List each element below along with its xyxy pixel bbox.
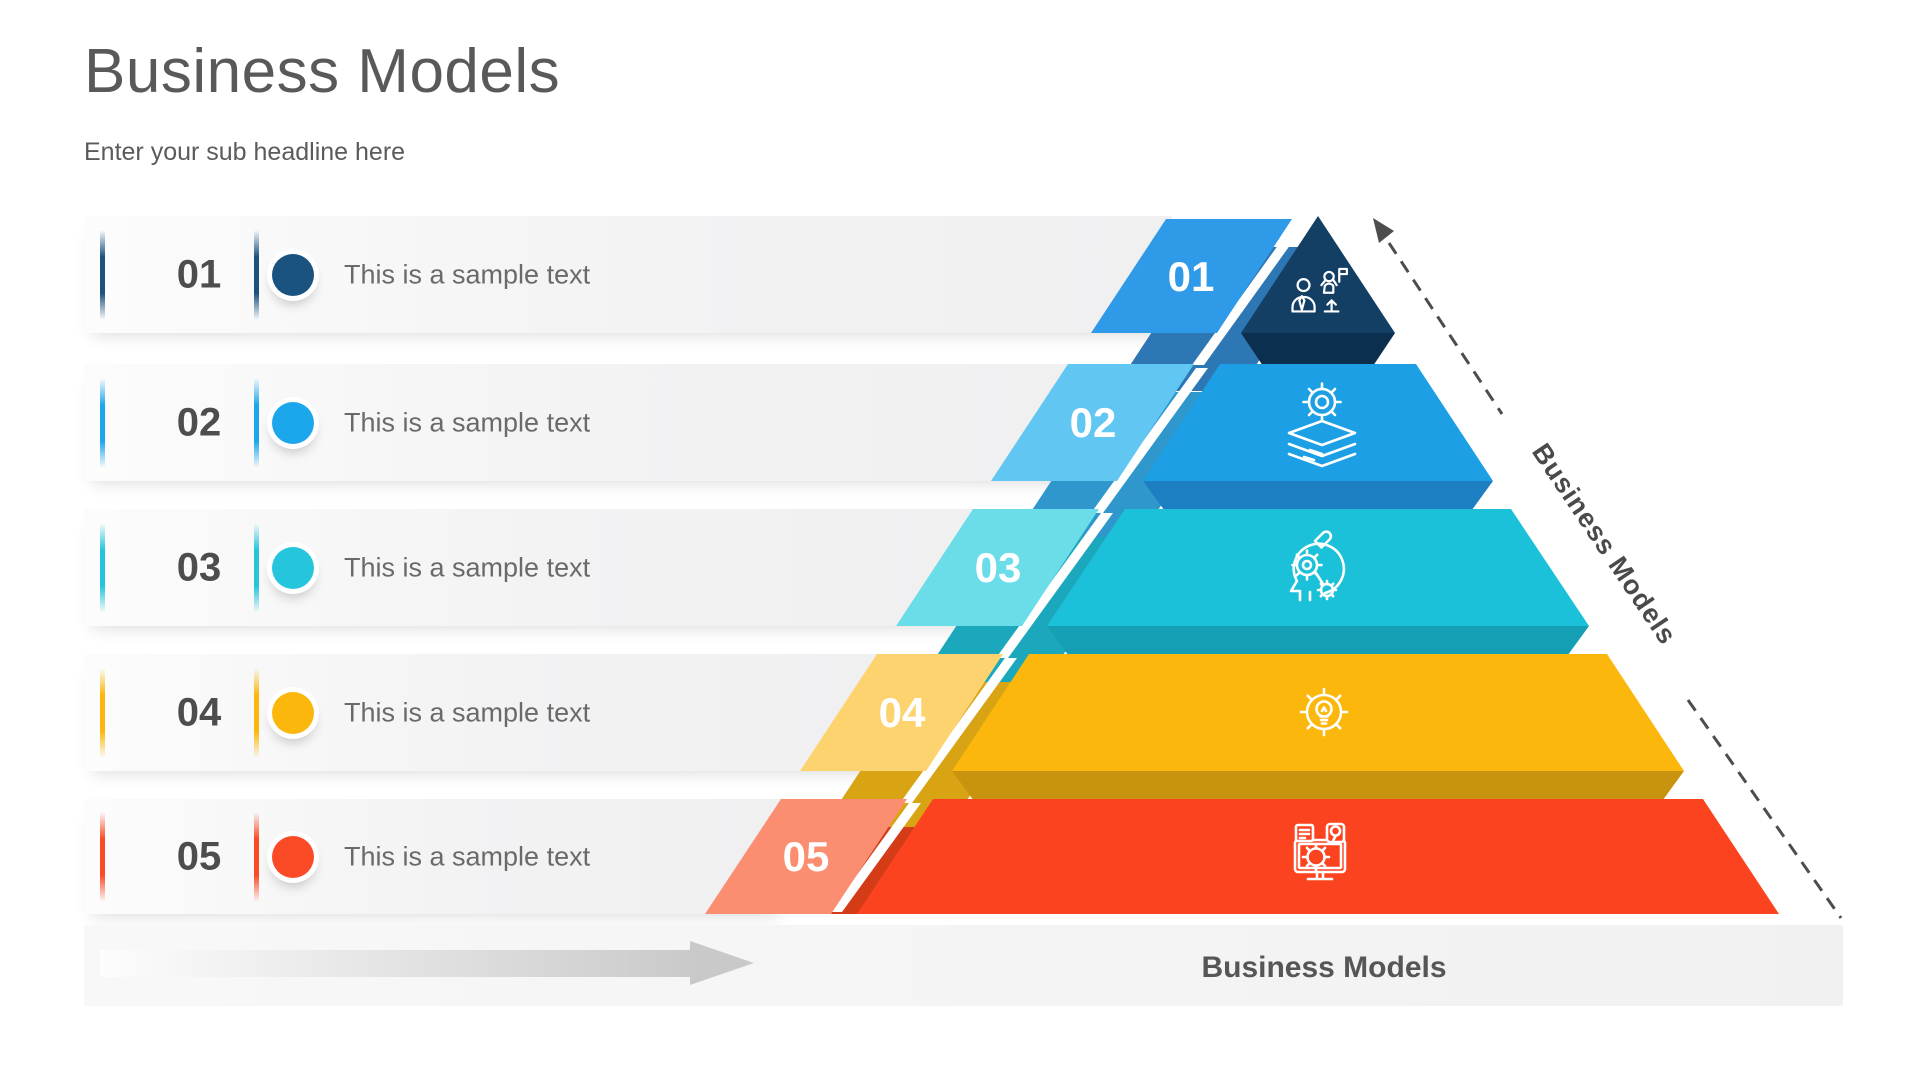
system-monitor-icon bbox=[1293, 822, 1347, 881]
accent-bar bbox=[254, 811, 259, 902]
row-number: 03 bbox=[176, 545, 222, 589]
page-title: Business Models bbox=[84, 37, 561, 106]
tab bbox=[800, 654, 1003, 771]
bullet-dot bbox=[272, 253, 314, 296]
guide-dashed-line bbox=[1387, 242, 1504, 415]
pyramid-level-fold bbox=[1143, 481, 1493, 514]
white-slash bbox=[1192, 223, 1306, 365]
page-subtitle: Enter your sub headline here bbox=[84, 138, 406, 166]
accent-bar bbox=[254, 229, 259, 320]
white-slash bbox=[1091, 368, 1208, 513]
accent-bar bbox=[254, 667, 259, 758]
list-item: 02 This is a sample text bbox=[84, 364, 1074, 481]
bullet-dot bbox=[272, 546, 314, 589]
list-item: 03 This is a sample text bbox=[84, 509, 979, 626]
leadership-achievement-icon bbox=[1291, 267, 1349, 313]
bullet-dot bbox=[272, 835, 314, 878]
accent-bar bbox=[254, 522, 259, 613]
list-item: 05 This is a sample text bbox=[84, 799, 787, 914]
pyramid-level-number: 04 bbox=[879, 689, 926, 736]
accent-bar bbox=[254, 377, 259, 468]
tab bbox=[705, 799, 907, 914]
row-text: This is a sample text bbox=[344, 407, 591, 437]
gear-layers-icon bbox=[1287, 382, 1357, 468]
accent-bar bbox=[100, 522, 105, 613]
row-number: 01 bbox=[176, 252, 222, 296]
pyramid-level-face bbox=[857, 799, 1779, 914]
pyramid-level-number: 03 bbox=[975, 544, 1022, 591]
innovation-gear-bulb-icon bbox=[1299, 687, 1349, 737]
guide-arrowhead-icon bbox=[1373, 218, 1394, 243]
mind-process-icon bbox=[1289, 530, 1346, 602]
pyramid-level-fold bbox=[952, 771, 1684, 804]
pyramid-level-number: 05 bbox=[783, 833, 830, 880]
row-text: This is a sample text bbox=[344, 552, 591, 582]
row-text: This is a sample text bbox=[344, 841, 591, 871]
pyramid-level-number: 02 bbox=[1070, 399, 1117, 446]
pyramid-level-face bbox=[1241, 216, 1395, 333]
list-item: 04 This is a sample text bbox=[84, 654, 883, 771]
row-number: 02 bbox=[176, 400, 222, 444]
row-number: 05 bbox=[176, 834, 222, 878]
pyramid-level-fold bbox=[1047, 626, 1589, 659]
right-arrow-icon bbox=[100, 950, 690, 977]
right-arrow-head-icon bbox=[690, 941, 754, 985]
footer-band: Business Models bbox=[84, 925, 1843, 1006]
accent-bar bbox=[100, 377, 105, 468]
tab bbox=[991, 364, 1194, 481]
list-item: 01 This is a sample text bbox=[84, 216, 1172, 333]
row-text: This is a sample text bbox=[344, 697, 591, 727]
bullet-dot bbox=[272, 691, 314, 734]
accent-bar bbox=[100, 229, 105, 320]
white-slash bbox=[900, 658, 1017, 803]
bullet-dot bbox=[272, 401, 314, 444]
pyramid-level-number: 01 bbox=[1168, 253, 1215, 300]
pyramid-level-fold bbox=[1241, 333, 1395, 366]
tab bbox=[1091, 219, 1292, 333]
tab bbox=[896, 509, 1099, 626]
row-number: 04 bbox=[176, 690, 222, 734]
footer-label: Business Models bbox=[1201, 951, 1447, 984]
white-slash bbox=[830, 803, 921, 912]
accent-bar bbox=[100, 811, 105, 902]
row-text: This is a sample text bbox=[344, 259, 591, 289]
guide-dashed-line bbox=[1686, 699, 1843, 919]
accent-bar bbox=[100, 667, 105, 758]
white-slash bbox=[996, 513, 1113, 658]
